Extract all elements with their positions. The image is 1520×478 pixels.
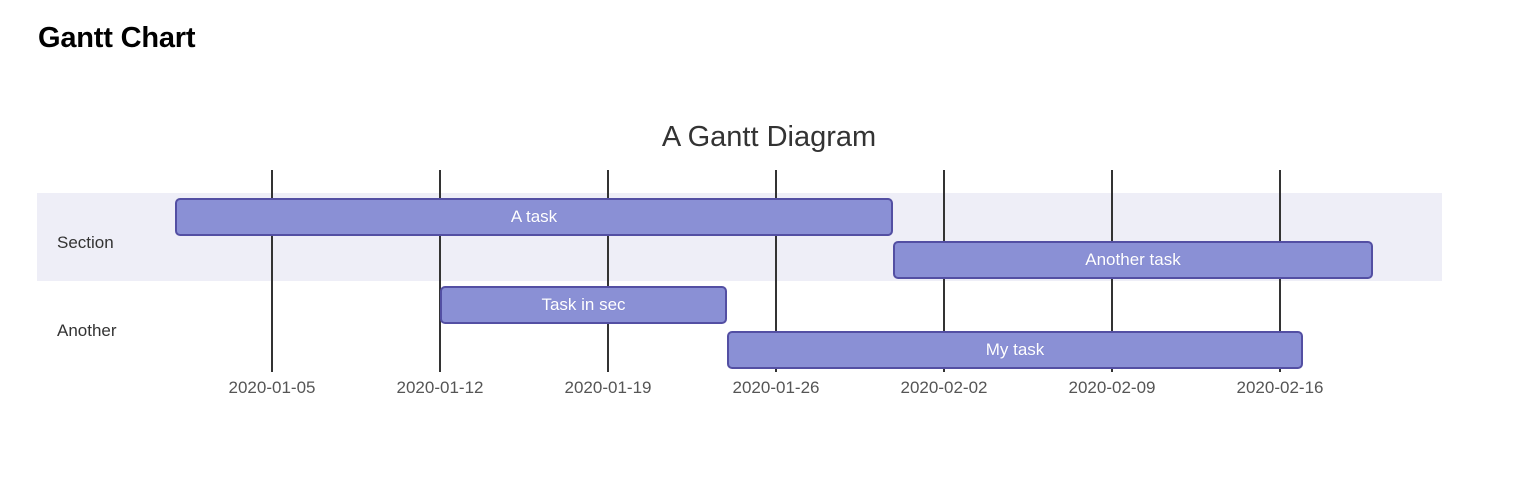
axis-tick-label-2: 2020-01-19 [564,378,652,397]
section-label-section: Section [57,233,114,252]
page-title: Gantt Chart [38,22,196,54]
task-bar-another-task[interactable]: Another task [893,241,1373,279]
chart-title-text: A Gantt Diagram [661,121,877,153]
gridline-2020-01-26 [775,170,777,372]
chart-title: A Gantt Diagram [0,120,1520,154]
gridline-2020-01-12 [439,170,441,372]
task-label-task-in-sec: Task in sec [541,295,626,314]
axis-tick-label-1: 2020-01-12 [396,378,484,397]
task-bar-my-task[interactable]: My task [727,331,1303,369]
axis-tick-label-5: 2020-02-09 [1068,378,1156,397]
gantt-plot-area: A task Another task Task in sec My task … [0,96,1520,426]
axis-tick-label-6: 2020-02-16 [1236,378,1324,397]
task-label-my-task: My task [985,340,1045,359]
gantt-chart-figure: A Gantt Diagram A task Another task Task… [0,96,1520,426]
axis-tick-label-0: 2020-01-05 [228,378,316,397]
task-label-a-task: A task [510,207,558,226]
gridline-2020-01-19 [607,170,609,372]
task-label-another-task: Another task [1085,250,1181,269]
axis-tick-label-4: 2020-02-02 [900,378,988,397]
section-label-another: Another [57,321,117,340]
axis-tick-label-3: 2020-01-26 [732,378,820,397]
task-bar-a-task[interactable]: A task [175,198,893,236]
task-bar-task-in-sec[interactable]: Task in sec [440,286,727,324]
gridline-2020-01-05 [271,170,273,372]
